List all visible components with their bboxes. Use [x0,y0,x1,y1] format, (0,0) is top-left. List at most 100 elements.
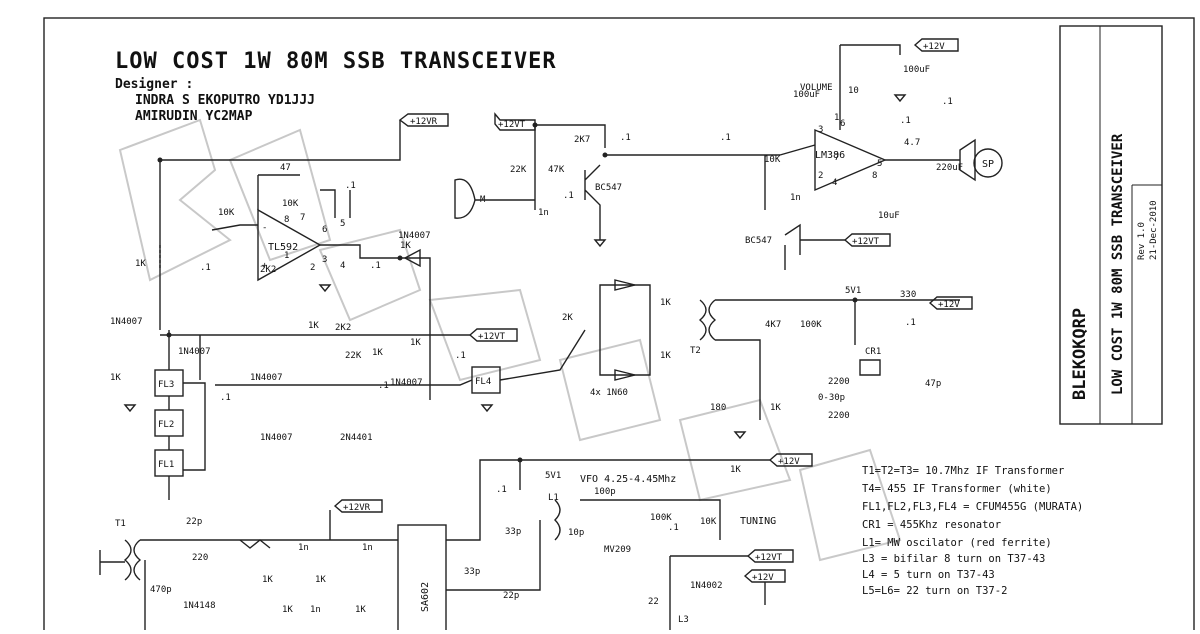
svg-text:10K: 10K [218,208,235,218]
svg-text:220uF: 220uF [936,163,963,173]
designer-2: AMIRUDIN YC2MAP [135,109,253,124]
svg-text:10K: 10K [282,199,299,209]
component-notes: T1=T2=T3= 10.7Mhz IF Transformer T4= 455… [862,465,1083,597]
svg-text:.1: .1 [220,393,231,403]
svg-text:+12VR: +12VR [410,117,438,127]
ground-symbols [123,94,907,440]
svg-text:220: 220 [192,553,208,563]
svg-text:+12VT: +12VT [755,553,783,563]
svg-text:.1: .1 [563,191,574,201]
svg-text:2: 2 [818,171,823,181]
mic-preamp-block: +12VT 22K 47K 2K7 .1 BC547 1n .1 M [454,112,780,240]
svg-text:100p: 100p [594,487,616,497]
l1-label: L1 [548,493,559,503]
svg-text:100K: 100K [800,320,822,330]
svg-text:1K: 1K [400,241,411,251]
schematic-title: LOW COST 1W 80M SSB TRANSCEIVER [115,49,557,74]
ic-sa602-label: SA602 [420,582,431,612]
ic-lm386-label: LM386 [815,150,845,161]
note-line: CR1 = 455Khz resonator [862,519,1001,531]
svg-text:2: 2 [310,263,315,273]
v12-tag-osc: +12V [928,296,973,310]
v12vr-tag-top: +12VR [398,113,449,127]
svg-text:+12VT: +12VT [478,332,506,342]
svg-text:1N4007: 1N4007 [260,433,293,443]
note-line: L4 = 5 turn on T37-43 [862,569,995,581]
svg-text:22p: 22p [186,517,202,527]
t2-label: T2 [690,346,701,356]
title-block: BLEKOKQRP LOW COST 1W 80M SSB TRANSCEIVE… [1059,25,1163,425]
v12-tag-vfo: +12V [768,453,813,467]
svg-text:2K: 2K [562,313,573,323]
svg-text:5: 5 [340,219,345,229]
svg-text:1K: 1K [282,605,293,615]
filter-block: FL3 FL2 FL1 FL4 1N4007 1N4007 1K 1N4007 … [110,317,586,500]
title-block-org: BLEKOKQRP [1070,308,1090,400]
svg-text:1N4007: 1N4007 [390,378,423,388]
svg-text:2200: 2200 [828,411,850,421]
svg-text:100K: 100K [650,513,672,523]
svg-text:6: 6 [322,225,327,235]
svg-text:1N4007: 1N4007 [250,373,283,383]
svg-text:5: 5 [877,159,882,169]
svg-text:1N4007: 1N4007 [178,347,211,357]
svg-text:1N4007: 1N4007 [398,231,431,241]
v12vt-tag-bottom: +12VT 1N4002 22 L3 [648,549,794,630]
designer-1: INDRA S EKOPUTRO YD1JJJ [135,93,315,108]
svg-text:1K: 1K [135,259,146,269]
svg-text:L3: L3 [678,615,689,625]
svg-text:5V1: 5V1 [845,286,861,296]
svg-text:470p: 470p [150,585,172,595]
svg-text:33p: 33p [464,567,480,577]
svg-text:.1: .1 [905,318,916,328]
svg-text:1K: 1K [660,351,671,361]
fl1-label: FL1 [158,460,174,470]
svg-text:+12V: +12V [923,42,945,52]
t1-label: T1 [115,519,126,529]
tuning-label: TUNING [740,516,776,527]
svg-text:1: 1 [834,113,839,123]
svg-text:10p: 10p [568,528,584,538]
note-line: L5=L6= 22 turn on T37-2 [862,585,1007,597]
svg-text:1K: 1K [315,575,326,585]
svg-text:7: 7 [834,153,839,163]
svg-text:10K: 10K [764,155,781,165]
vfo-label: VFO 4.25-4.45Mhz [580,474,676,485]
note-line: T1=T2=T3= 10.7Mhz IF Transformer [862,465,1064,477]
svg-text:BC547: BC547 [595,183,622,193]
fl2-label: FL2 [158,420,174,430]
svg-text:33p: 33p [505,527,521,537]
tl592-block: TL592 - + 8 7 6 5 4 2 3 1 47 10K 10K 2K2… [135,120,431,400]
svg-text:1: 1 [284,251,289,261]
svg-text:10K: 10K [700,517,717,527]
svg-text:4: 4 [832,178,837,188]
speaker-label: SP [982,159,994,170]
svg-text:1K: 1K [308,321,319,331]
svg-text:BC547: BC547 [745,236,772,246]
svg-text:.1: .1 [620,133,631,143]
ring-mod-block: 4x 1N60 2K 1K 1K T2 4K7 100K 180 1K 2200… [562,279,960,421]
svg-text:22K: 22K [510,165,527,175]
svg-text:1n: 1n [362,543,373,553]
cr1-label: CR1 [865,347,881,357]
svg-text:.1: .1 [942,97,953,107]
svg-text:1K: 1K [730,465,741,475]
svg-text:1N4148: 1N4148 [183,601,216,611]
fl4-label: FL4 [475,377,491,387]
svg-text:1n: 1n [298,543,309,553]
svg-text:2K7: 2K7 [574,135,590,145]
svg-text:+12V: +12V [752,573,774,583]
svg-text:.1: .1 [496,485,507,495]
title-block-title: LOW COST 1W 80M SSB TRANSCEIVER [1110,133,1126,395]
svg-text:6: 6 [840,119,845,129]
svg-text:7: 7 [300,213,305,223]
svg-text:+12VT: +12VT [852,237,880,247]
svg-text:.1: .1 [720,133,731,143]
volume-label: VOLUME [800,83,833,93]
note-line: L1= MW oscilator (red ferrite) [862,537,1052,549]
svg-text:1N4007: 1N4007 [110,317,143,327]
v12-tag-lm386: +12V [913,38,959,52]
svg-text:8: 8 [284,215,289,225]
